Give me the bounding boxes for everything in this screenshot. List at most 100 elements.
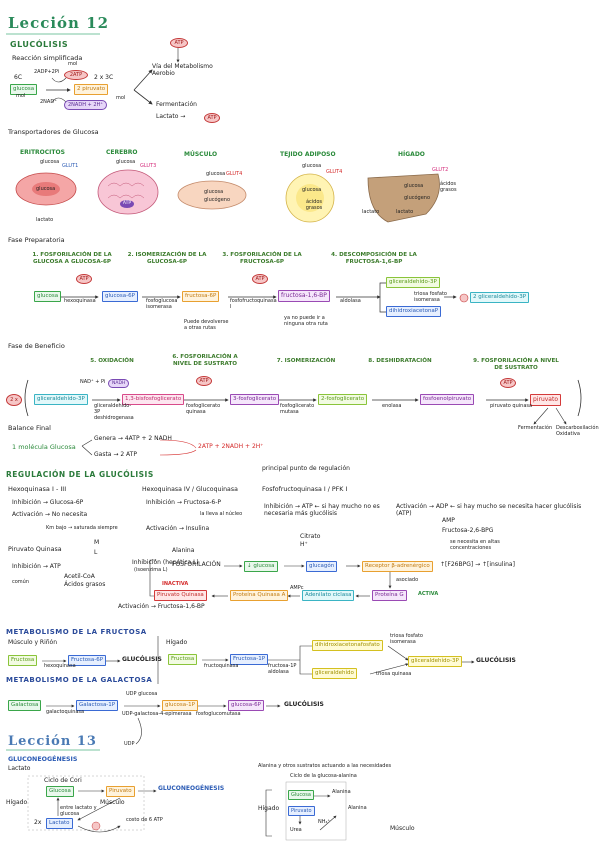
ben-step-6: 6. FOSFORILACIÓN A NIVEL DE SUSTRATO	[172, 354, 238, 367]
reg-glucose-box: ↓ glucosa	[244, 561, 278, 572]
reg-active: ACTIVA	[418, 591, 439, 597]
adipose-glucose-2: glucosa	[302, 187, 322, 193]
balance-branch	[81, 439, 93, 456]
glut3-label: GLUT3	[140, 163, 157, 169]
cori-liver: Hígado	[6, 799, 28, 806]
ala-nh4: NH₄⁺	[318, 819, 331, 825]
bracket-left	[24, 379, 29, 417]
phosphorylation-label: FOSFORILACIÓN	[172, 561, 221, 568]
prep-glucose-box: glucosa	[34, 291, 62, 302]
ala-cycle: Ciclo de la glucosa-alanina	[290, 773, 357, 779]
enz-aldolase: aldolasa	[340, 298, 361, 304]
hexo4-note: la lleva al núcleo	[200, 511, 243, 517]
lactate-label: Lactato →	[156, 113, 186, 120]
adipose-fatty-acids: ácidos grasos	[305, 199, 323, 211]
pk-fa: Ácidos grasos	[64, 581, 106, 588]
reg-glucagon-box: glucagón	[306, 561, 338, 572]
reg-amp: AMPc	[290, 585, 304, 591]
gal-epimerase: UDP-galactosa-4-epimerasa	[122, 711, 192, 717]
benefit-title: Fase de Beneficio	[8, 342, 65, 350]
reg-associated: asociado	[396, 577, 419, 583]
ben-step-8: 8. DESHIDRATACIÓN	[368, 358, 432, 364]
x2-circle	[459, 293, 469, 303]
fru-box-dhap: dihidroxiacetonafosfato	[312, 640, 383, 651]
gal-enz-1: galactoquinasa	[46, 709, 85, 715]
prep-note-1: Puede devolverse a otras rutas	[184, 319, 229, 331]
cori-title: Ciclo de Cori	[44, 777, 82, 784]
pk-hepatica: (isoenzima L)	[134, 567, 168, 573]
balance-result: 2ATP + 2NADH + 2H⁺	[198, 443, 264, 450]
cori-arr-5	[77, 825, 121, 833]
pfk-h: H⁺	[300, 541, 308, 548]
ben-pyr-box: piruvato	[530, 394, 561, 406]
prep-f16bp-box: fructosa-1,6-BP	[278, 290, 330, 302]
ben-enz-2: fosfoglicerato quinasa	[186, 403, 221, 415]
reg-pk-box: Piruvato Quinasa	[154, 590, 207, 601]
pfk-inhib: Inhibición → ATP ← si hay mucho no es ne…	[264, 503, 380, 517]
balance-gasta: Gasta → 2 ATP	[94, 451, 137, 458]
gal-box-g: Galactosa	[8, 700, 42, 711]
ery-lactate: lactato	[36, 217, 54, 223]
glyc-arrow-atp	[51, 77, 67, 83]
gluconeo-title: GLUCONEOGÉNESIS	[8, 756, 78, 763]
pk-l: L	[94, 549, 98, 556]
reg-ac-box: Adenilato ciclasa	[302, 590, 355, 601]
reg-pka-box: Proteína Quinasa A	[230, 590, 289, 601]
enz-tpi: triosa fosfato isomerasa	[414, 291, 447, 303]
pfk-citrate: Citrato	[300, 533, 321, 540]
pfk-note: se necesita en altas concentraciones	[450, 539, 500, 551]
enz-pfk: fosfofructoquinasa I	[230, 298, 277, 310]
prep-dhap-box: dihidroxiacetonaP	[386, 306, 442, 317]
fru-glycolysis: GLUCÓLISIS	[122, 656, 162, 663]
reg-act-f16: Activación → Fructosa-1,6-BP	[118, 603, 205, 610]
pyr-out-1	[533, 407, 549, 425]
pk-inhib-hep: Inhibición (hepática L)	[132, 559, 199, 566]
tissue-liver: HÍGADO	[398, 151, 425, 158]
enz-pgi: fosfoglucosa isomerasa	[146, 298, 178, 310]
adipose-shape	[285, 173, 335, 223]
gal-udp: UDP	[124, 741, 135, 747]
balance-title: Balance Final	[8, 424, 51, 432]
x2-multiplier: 2 x	[6, 394, 22, 406]
glut4-adipose: GLUT4	[326, 169, 343, 175]
ala-liver: Hígado	[258, 805, 280, 812]
ala-urea: Urea	[290, 827, 302, 833]
fermentation-label: Fermentación	[156, 101, 197, 108]
pfk-f26: Fructosa-2,6-BPG	[442, 527, 494, 534]
cori-muscle: Músculo	[100, 799, 125, 806]
pk-inhib: Inhibición → ATP	[12, 563, 61, 570]
eq-6c: 6C	[14, 74, 23, 81]
prep-atp-2: ATP	[252, 274, 268, 284]
ben-enz-5: piruvato quinasa	[490, 403, 533, 409]
hexo4-inhib: Inhibición → Fructosa-6-P	[146, 499, 221, 506]
pfk-eq: ↑[F26BPG] → ↑[insulina]	[440, 561, 515, 568]
ben-enz-3: fosfoglicerato mutasa	[280, 403, 315, 415]
lesson-13-title: Lección 13	[8, 734, 97, 749]
cori-note-1: entre lactato y glucosa	[60, 805, 97, 817]
gal-box-g6p: glucosa-6P	[228, 700, 264, 711]
cori-pyruvate: Piruvato	[106, 786, 135, 797]
ferment-arrow	[133, 89, 153, 105]
eq-2x3c: 2 x 3C	[94, 74, 114, 81]
tissue-adipose: TEJIDO ADIPOSO	[280, 151, 336, 158]
reg-protg-box: Proteína G	[372, 590, 407, 601]
balance-gen: Genera → 4ATP + 2 NADH	[94, 435, 172, 442]
reg-inactive: INACTIVA	[162, 581, 189, 587]
fru-enz-aldolase: fructosa-1P aldolasa	[268, 663, 297, 675]
pfk-amp: AMP	[442, 517, 455, 524]
alanine-title: Alanina y otros sustratos actuando a las…	[258, 763, 392, 769]
liver-glycogen: glucógeno	[404, 195, 431, 201]
prep-gap2-box: 2 gliceraldehído-3P	[470, 292, 530, 303]
brain-folds	[107, 182, 145, 199]
pk-common: común	[12, 579, 30, 585]
muscle-glucose-2: glucosa	[204, 189, 224, 195]
pyruvate-box: 2 piruvato	[74, 84, 109, 95]
ben-pep-box: fosfoenolpiruvato	[420, 394, 475, 405]
gal-box-g1p: Galactosa-1P	[76, 700, 119, 711]
ben-step-9: 9. FOSFORILACIÓN A NIVEL DE SUSTRATO	[473, 358, 559, 371]
fru-box-f1p: Fructosa-1P	[230, 654, 269, 665]
prep-step-1: 1. FOSFORILACIÓN DE LA GLUCOSA A GLUCOSA…	[32, 252, 112, 265]
brain-glucose: glucosa	[116, 159, 136, 165]
ben-bpg-box: 1,3-bisfosfoglicerato	[122, 394, 185, 405]
regulation-title: REGULACIÓN DE LA GLUCÓLISIS	[6, 470, 154, 479]
